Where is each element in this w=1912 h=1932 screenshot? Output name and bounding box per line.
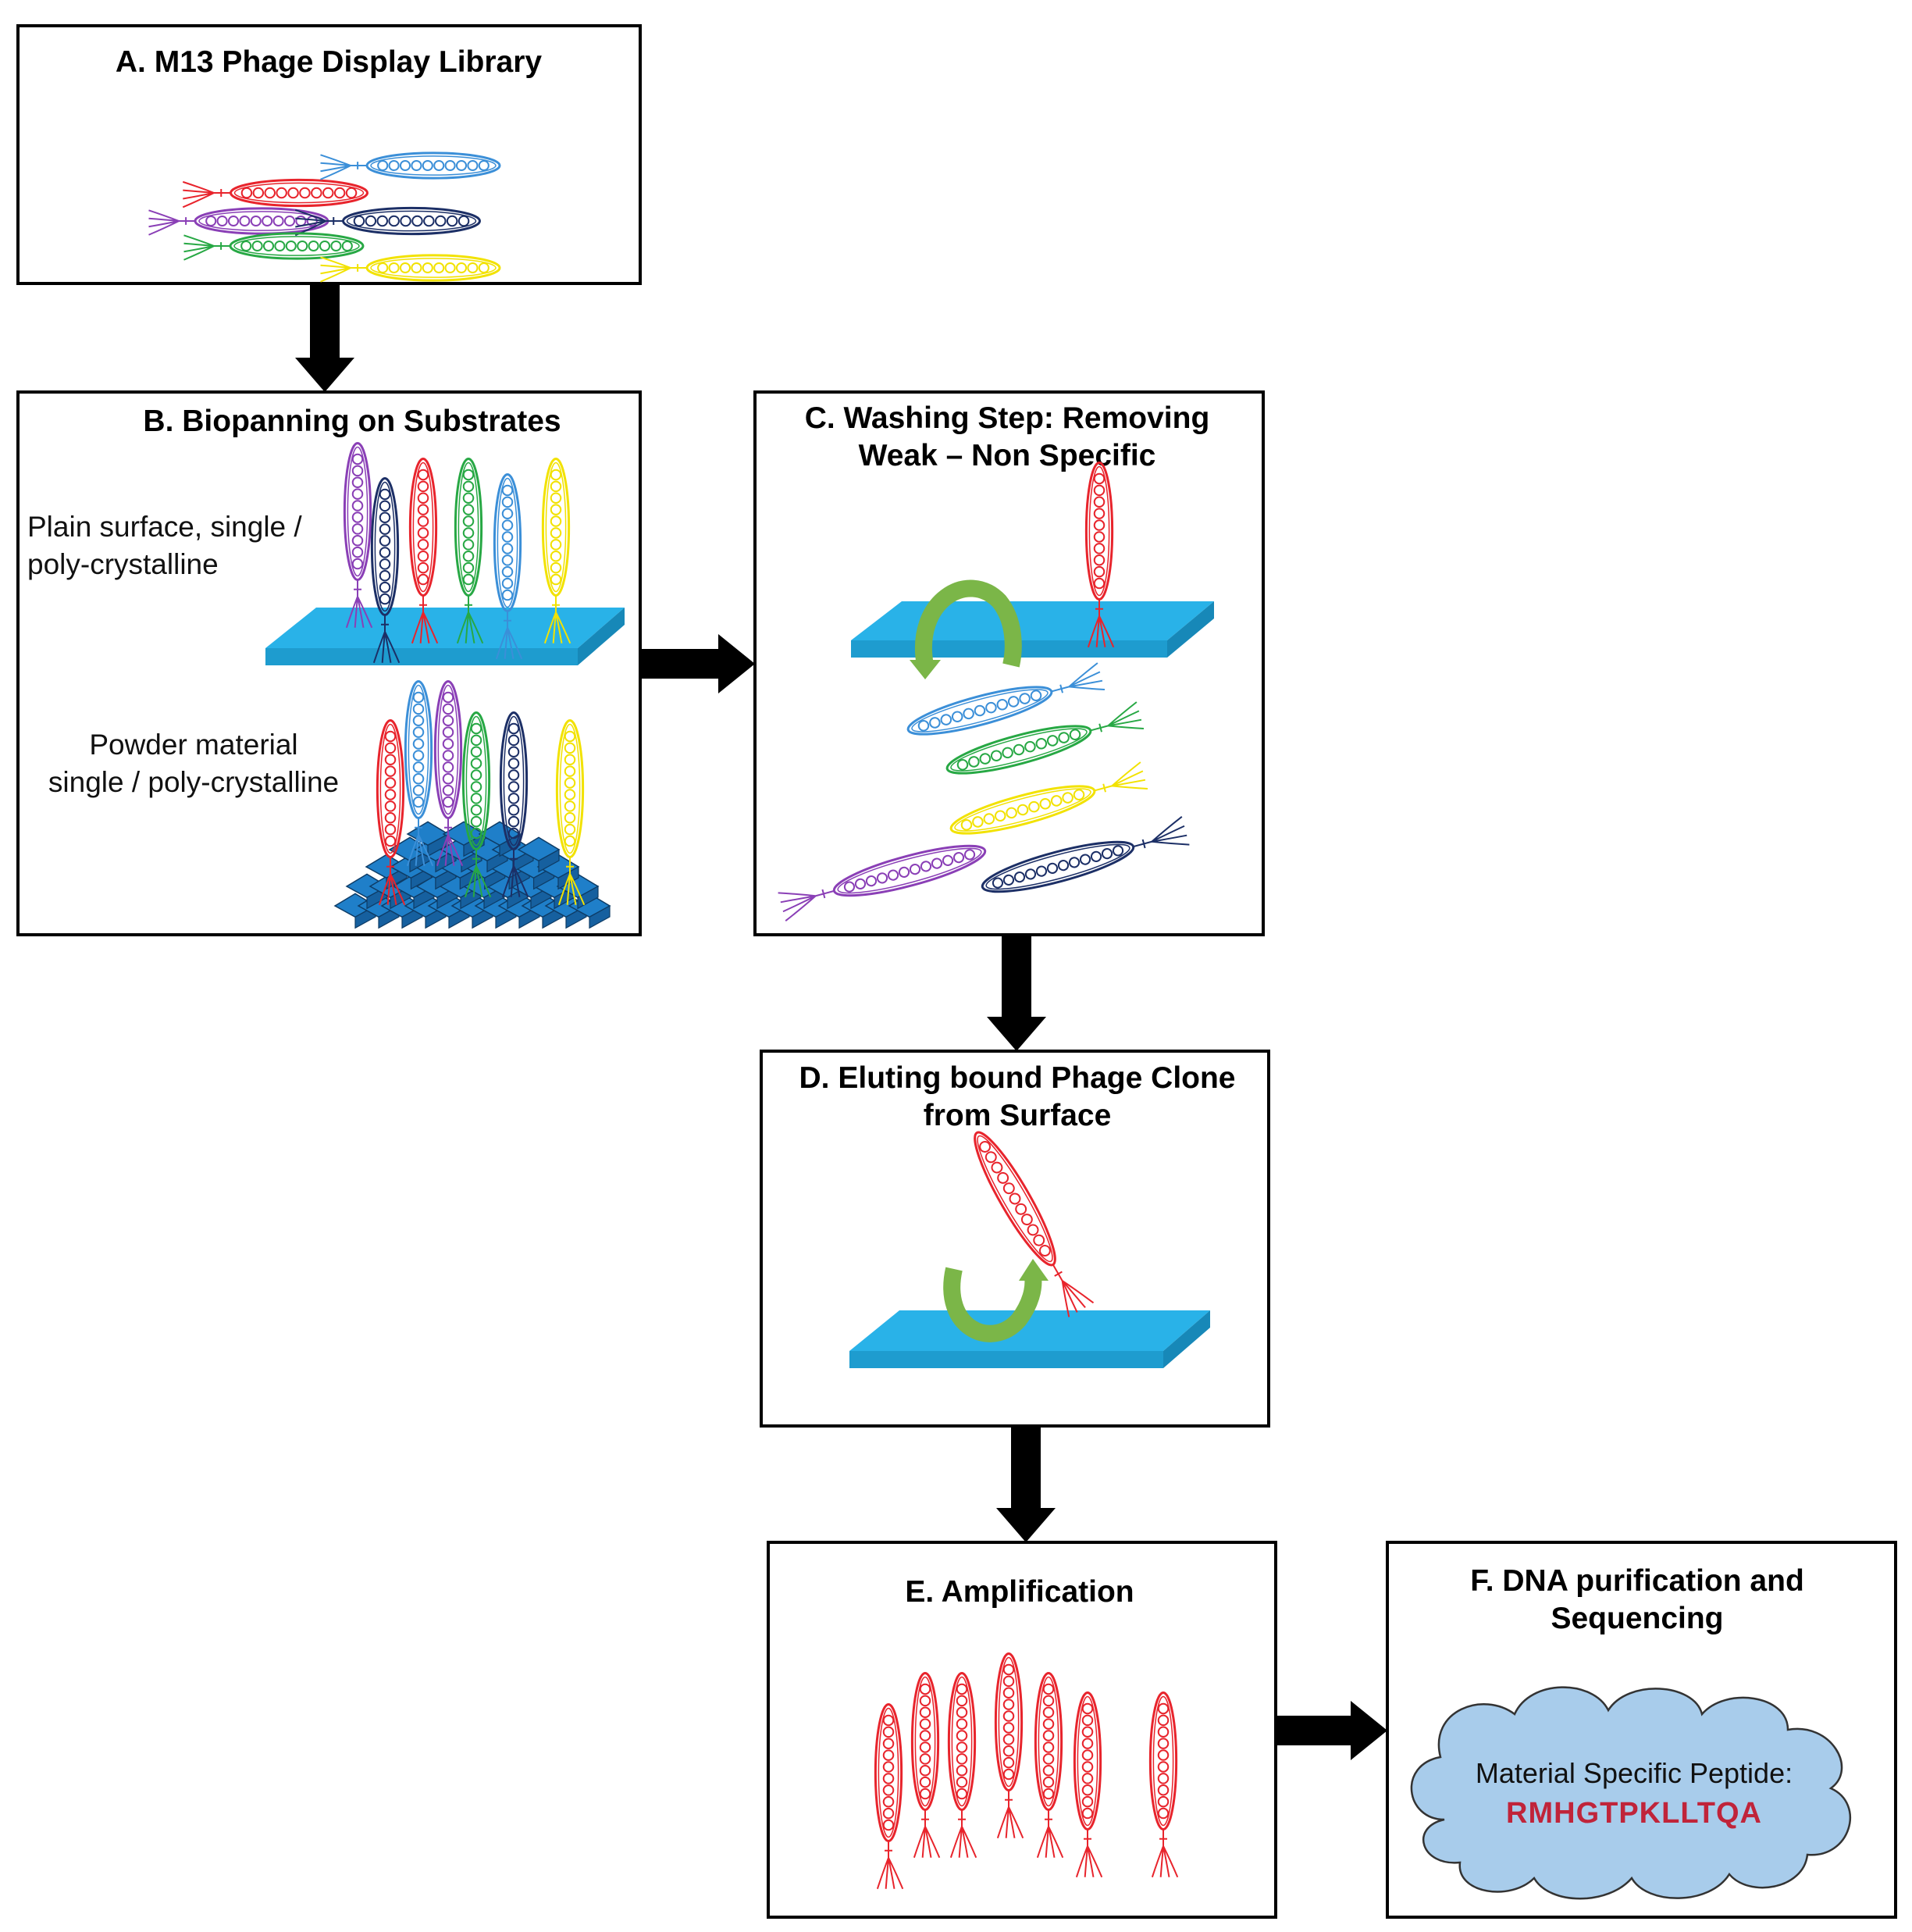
flow-arrow-a-to-b xyxy=(295,283,354,392)
phage-e-red-4 xyxy=(994,1652,1024,1839)
elution-substrate-slab xyxy=(849,1310,1210,1368)
phage-b-plain-green xyxy=(454,458,484,644)
flow-arrow-b-to-c xyxy=(640,634,755,693)
flow-arrow-d-to-e xyxy=(996,1426,1056,1542)
powder-caption-line2: single / poly-crystalline xyxy=(48,766,339,798)
phage-e-red-2 xyxy=(910,1672,941,1859)
panel-b-title: B. Biopanning on Substrates xyxy=(143,405,561,438)
phage-b-plain-red xyxy=(408,458,439,644)
phage-b-plain-navy xyxy=(370,477,401,664)
phage-c-washed-navy xyxy=(981,816,1190,893)
phage-b-plain-purple xyxy=(343,442,373,629)
washing-substrate-slab xyxy=(851,601,1214,658)
phage-c-washed-blue xyxy=(906,662,1106,736)
panel-d-title-line1: D. Eluting bound Phage Clone xyxy=(799,1061,1236,1095)
panel-d-title-line2: from Surface xyxy=(924,1099,1112,1132)
phage-e-red-3 xyxy=(947,1672,977,1859)
panel-a-box xyxy=(16,24,642,285)
phage-b-powder-yellow xyxy=(555,719,586,906)
panel-c-title-line1: C. Washing Step: Removing xyxy=(805,401,1210,435)
phage-a-navy xyxy=(294,206,481,237)
phage-b-plain-yellow xyxy=(541,458,571,644)
phage-b-plain-blue xyxy=(493,473,523,660)
panel-a-title: A. M13 Phage Display Library xyxy=(116,45,543,79)
phage-e-red-5 xyxy=(1034,1672,1064,1859)
elution-curved-arrow xyxy=(943,1259,1049,1342)
phage-c-washed-yellow xyxy=(949,761,1148,835)
phage-b-powder-red xyxy=(376,719,406,906)
phage-c-washed-purple xyxy=(778,844,987,921)
peptide-cloud: Material Specific Peptide: RMHGTPKLLTQA xyxy=(1410,1686,1851,1900)
plain-surface-caption-line1: Plain surface, single / xyxy=(27,511,302,543)
phage-d-eluted-red xyxy=(974,1131,1095,1317)
phage-c-bound-red xyxy=(1084,462,1115,648)
cloud-label: Material Specific Peptide: xyxy=(1476,1757,1793,1789)
peptide-sequence: RMHGTPKLLTQA xyxy=(1506,1797,1762,1830)
panel-c-title-line2: Weak – Non Specific xyxy=(859,439,1156,472)
plain-surface-caption-line2: poly-crystalline xyxy=(27,548,219,580)
phage-a-yellow xyxy=(320,254,501,283)
phage-b-powder-blue xyxy=(404,680,434,867)
panel-f-title-line2: Sequencing xyxy=(1551,1602,1723,1635)
washing-curved-arrow xyxy=(910,579,1022,679)
phage-a-blue xyxy=(320,151,501,180)
phage-c-washed-green xyxy=(945,701,1145,775)
powder-caption-line1: Powder material xyxy=(89,729,297,761)
phage-e-red-1 xyxy=(874,1703,904,1890)
flow-arrow-e-to-f xyxy=(1276,1701,1387,1760)
panel-f-title-line1: F. DNA purification and xyxy=(1470,1564,1804,1598)
phage-a-red xyxy=(182,178,369,209)
phage-b-powder-green xyxy=(461,711,492,898)
phage-b-powder-purple xyxy=(433,680,464,867)
plain-substrate-slab xyxy=(265,608,625,665)
phage-e-red-6 xyxy=(1073,1691,1103,1878)
phage-a-green xyxy=(183,232,365,261)
panel-e-title: E. Amplification xyxy=(905,1575,1134,1609)
phage-group xyxy=(148,151,1190,1890)
flow-arrow-c-to-d xyxy=(987,935,1046,1051)
phage-e-red-7 xyxy=(1148,1691,1179,1878)
phage-b-powder-navy xyxy=(499,711,529,898)
